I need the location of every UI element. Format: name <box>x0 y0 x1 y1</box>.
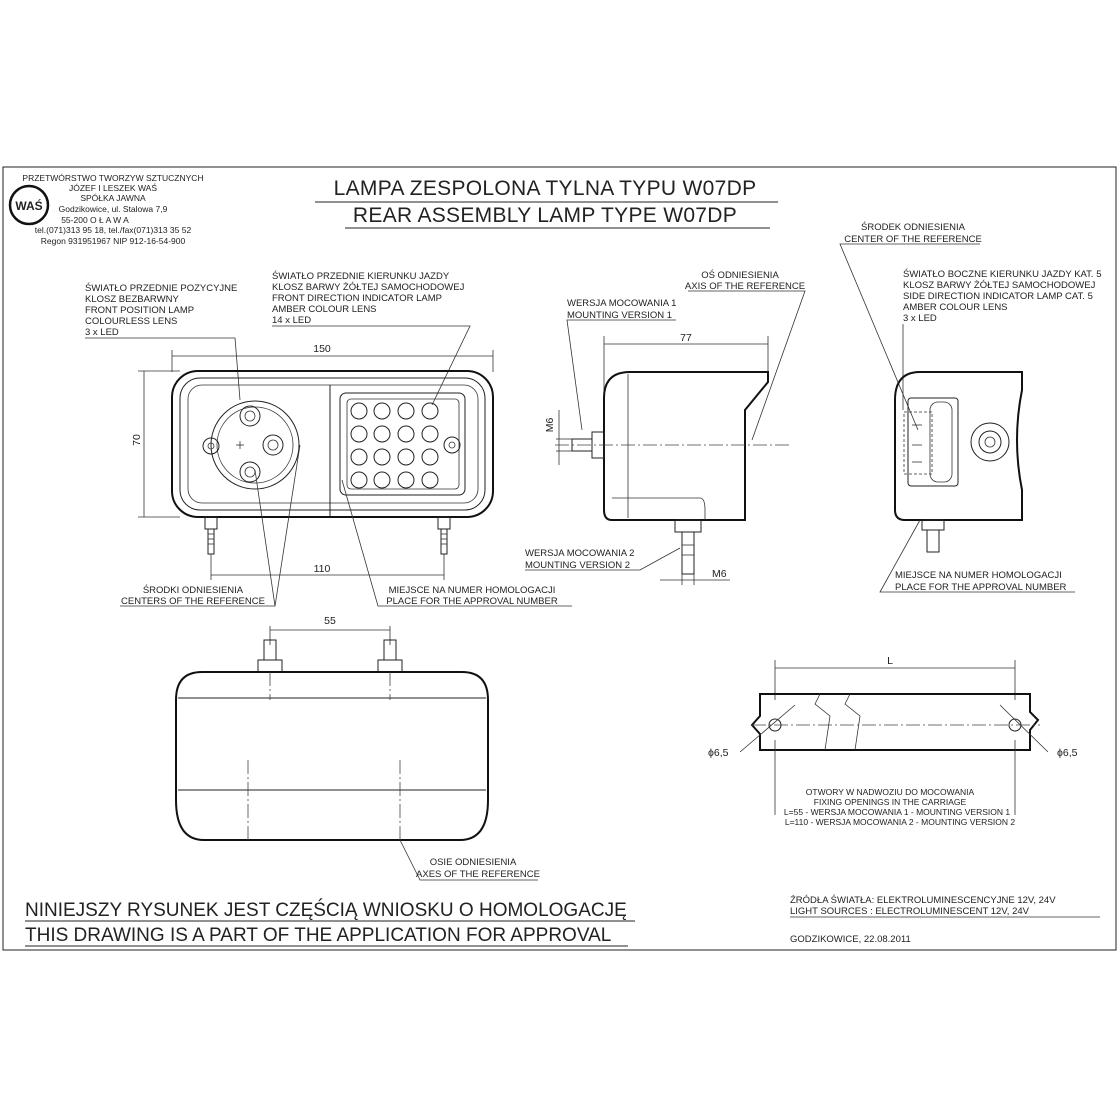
svg-text:PLACE FOR THE APPROVAL NUMBER: PLACE FOR THE APPROVAL NUMBER <box>895 582 1067 593</box>
title-pl: LAMPA ZESPOLONA TYLNA TYPU W07DP <box>334 177 757 200</box>
front-view: ŚWIATŁO PRZEDNIE POZYCYJNE KLOSZ BEZBARW… <box>85 270 572 607</box>
svg-text:OSIE ODNIESIENIA: OSIE ODNIESIENIA <box>430 857 517 868</box>
svg-text:PLACE FOR THE APPROVAL NUMBER: PLACE FOR THE APPROVAL NUMBER <box>386 596 558 607</box>
svg-text:ŚRODKI ODNIESIENIA: ŚRODKI ODNIESIENIA <box>143 584 244 596</box>
dim-110: 110 <box>314 563 331 575</box>
carriage-plate <box>750 693 1040 751</box>
axis-ref-label: OŚ ODNIESIENIA AXIS OF THE REFERENCE <box>685 269 806 441</box>
top-view: 55 OSIE ODNIESIENIA AXES OF THE REFERENC… <box>175 615 540 881</box>
svg-text:MIEJSCE NA NUMER HOMOLOGACJI: MIEJSCE NA NUMER HOMOLOGACJI <box>389 585 556 596</box>
axes-ref-label: OSIE ODNIESIENIA AXES OF THE REFERENCE <box>399 839 540 881</box>
svg-text:WERSJA MOCOWANIA 2: WERSJA MOCOWANIA 2 <box>525 548 634 559</box>
svg-text:L=55 - WERSJA MOCOWANIA 1 - MO: L=55 - WERSJA MOCOWANIA 1 - MOUNTING VER… <box>784 807 1010 817</box>
thread-m6-v1: M6 <box>544 418 556 433</box>
statement-en: THIS DRAWING IS A PART OF THE APPLICATIO… <box>25 925 611 946</box>
company-block: WAŚ PRZETWÓRSTWO TWORZYW SZTUCZNYCH JÓZE… <box>8 173 204 246</box>
front-housing <box>171 370 494 518</box>
company-line5: 55-200 O Ł A W A <box>61 215 129 225</box>
svg-text:MOUNTING VERSION 2: MOUNTING VERSION 2 <box>525 560 630 571</box>
company-line4: Godzikowice, ul. Stalowa 7,9 <box>59 204 168 214</box>
company-line6: tel.(071)313 95 18, tel./fax(071)313 35 … <box>35 225 192 235</box>
dim-l: L <box>887 655 893 667</box>
svg-text:ŚWIATŁO PRZEDNIE KIERUNKU JAZD: ŚWIATŁO PRZEDNIE KIERUNKU JAZDY <box>272 270 450 282</box>
svg-text:KLOSZ BARWY ŻÓŁTEJ SAMOCHODOWE: KLOSZ BARWY ŻÓŁTEJ SAMOCHODOWEJ <box>272 282 465 293</box>
svg-text:3 x LED: 3 x LED <box>903 313 937 324</box>
side-housing <box>603 371 769 521</box>
svg-text:SIDE DIRECTION INDICATOR LAMP: SIDE DIRECTION INDICATOR LAMP CAT. 5 <box>903 291 1093 302</box>
svg-text:FRONT DIRECTION INDICATOR LAMP: FRONT DIRECTION INDICATOR LAMP <box>272 293 442 304</box>
right-fixing-boss <box>970 422 1010 462</box>
hole-left-dia: ϕ6,5 <box>708 747 729 759</box>
dim-77: 77 <box>680 332 692 344</box>
svg-text:FRONT POSITION LAMP: FRONT POSITION LAMP <box>85 305 194 316</box>
svg-text:ŚRODEK ODNIESIENIA: ŚRODEK ODNIESIENIA <box>861 221 966 233</box>
dim-70: 70 <box>131 434 143 446</box>
svg-text:14 x LED: 14 x LED <box>272 315 311 326</box>
side-indicator-label: ŚWIATŁO BOCZNE KIERUNKU JAZDY KAT. 5 KLO… <box>902 268 1101 410</box>
svg-text:KLOSZ BEZBARWNY: KLOSZ BEZBARWNY <box>85 294 179 305</box>
position-lamp <box>210 400 300 490</box>
right-view: ŚRODEK ODNIESIENIA CENTER OF THE REFEREN… <box>839 221 1101 593</box>
front-studs <box>204 516 451 555</box>
svg-text:KLOSZ BARWY ŻÓŁTEJ SAMOCHODOWE: KLOSZ BARWY ŻÓŁTEJ SAMOCHODOWEJ <box>903 280 1096 291</box>
svg-text:AMBER COLOUR LENS: AMBER COLOUR LENS <box>272 304 377 315</box>
company-line3: SPÓŁKA JAWNA <box>80 193 146 203</box>
logo-text: WAŚ <box>15 198 42 213</box>
title-en: REAR ASSEMBLY LAMP TYPE W07DP <box>353 204 737 227</box>
svg-text:FIXING OPENINGS IN THE CARRIAG: FIXING OPENINGS IN THE CARRIAGE <box>814 797 967 807</box>
hole-left <box>768 718 782 732</box>
svg-text:L=110 - WERSJA MOCOWANIA 2 - M: L=110 - WERSJA MOCOWANIA 2 - MOUNTING VE… <box>785 817 1016 827</box>
dim-150: 150 <box>313 343 331 355</box>
right-approval-place-label: MIEJSCE NA NUMER HOMOLOGACJI PLACE FOR T… <box>879 519 1075 593</box>
centers-ref-label: ŚRODKI ODNIESIENIA CENTERS OF THE REFERE… <box>120 444 301 607</box>
svg-text:ŚWIATŁO PRZEDNIE POZYCYJNE: ŚWIATŁO PRZEDNIE POZYCYJNE <box>85 282 237 294</box>
svg-text:COLOURLESS LENS: COLOURLESS LENS <box>85 316 177 327</box>
thread-m6-v2: M6 <box>712 568 727 580</box>
svg-text:AXIS OF THE REFERENCE: AXIS OF THE REFERENCE <box>685 281 805 292</box>
holes-view: L ϕ6,5 ϕ6,5 OTWORY W NADWOZIU DO MOCOWAN… <box>708 655 1078 827</box>
mount-v1-label: WERSJA MOCOWANIA 1 MOUNTING VERSION 1 <box>566 298 676 431</box>
svg-text:WERSJA MOCOWANIA 1: WERSJA MOCOWANIA 1 <box>567 298 676 309</box>
top-housing <box>175 671 489 841</box>
hole-right <box>1008 718 1022 732</box>
company-line1: PRZETWÓRSTWO TWORZYW SZTUCZNYCH <box>22 173 203 183</box>
svg-text:AXES OF THE REFERENCE: AXES OF THE REFERENCE <box>416 869 540 880</box>
hole-right-dia: ϕ6,5 <box>1057 747 1078 759</box>
side-view: OŚ ODNIESIENIA AXIS OF THE REFERENCE WER… <box>525 269 806 585</box>
approval-place-label: MIEJSCE NA NUMER HOMOLOGACJI PLACE FOR T… <box>341 479 572 607</box>
svg-text:CENTERS OF THE REFERENCE: CENTERS OF THE REFERENCE <box>121 596 265 607</box>
svg-text:MOUNTING VERSION 1: MOUNTING VERSION 1 <box>567 310 672 321</box>
company-logo: WAŚ <box>8 184 50 226</box>
holes-notes: OTWORY W NADWOZIU DO MOCOWANIA FIXING OP… <box>784 787 1015 827</box>
mount-v2-label: WERSJA MOCOWANIA 2 MOUNTING VERSION 2 <box>525 547 681 571</box>
svg-text:ŚWIATŁO BOCZNE KIERUNKU JAZDY: ŚWIATŁO BOCZNE KIERUNKU JAZDY KAT. 5 <box>903 268 1101 280</box>
indicator-lamp-label: ŚWIATŁO PRZEDNIE KIERUNKU JAZDY KLOSZ BA… <box>272 270 471 406</box>
svg-text:CENTER OF THE REFERENCE: CENTER OF THE REFERENCE <box>844 234 982 245</box>
company-line7: Regon 931951967 NIP 912-16-54-900 <box>41 236 186 246</box>
svg-text:MIEJSCE NA NUMER HOMOLOGACJI: MIEJSCE NA NUMER HOMOLOGACJI <box>895 570 1062 581</box>
position-lamp-label: ŚWIATŁO PRZEDNIE POZYCYJNE KLOSZ BEZBARW… <box>85 282 241 401</box>
svg-text:OTWORY W NADWOZIU DO MOCOWANIA: OTWORY W NADWOZIU DO MOCOWANIA <box>806 787 975 797</box>
light-sources-en: LIGHT SOURCES : ELECTROLUMINESCENT 12V, … <box>790 906 1030 917</box>
dim-55: 55 <box>324 615 336 627</box>
led-array <box>350 402 461 489</box>
light-sources-pl: ŹRÓDŁA ŚWIATŁA: ELEKTROLUMINESCENCYJNE 1… <box>790 894 1056 906</box>
side-indicator-lens <box>907 397 959 487</box>
indicator-lamp <box>339 392 466 496</box>
svg-text:3 x LED: 3 x LED <box>85 327 119 338</box>
place-date: GODZIKOWICE, 22.08.2011 <box>790 934 911 945</box>
center-ref-label: ŚRODEK ODNIESIENIA CENTER OF THE REFEREN… <box>839 221 982 431</box>
drawing-frame <box>2 166 1117 951</box>
statement-pl: NINIEJSZY RYSUNEK JEST CZĘŚCIĄ WNIOSKU O… <box>25 899 627 921</box>
svg-text:AMBER COLOUR LENS: AMBER COLOUR LENS <box>903 302 1008 313</box>
right-housing <box>894 371 1023 521</box>
company-line2: JÓZEF I LESZEK WAŚ <box>69 182 157 193</box>
svg-text:OŚ ODNIESIENIA: OŚ ODNIESIENIA <box>701 269 779 281</box>
